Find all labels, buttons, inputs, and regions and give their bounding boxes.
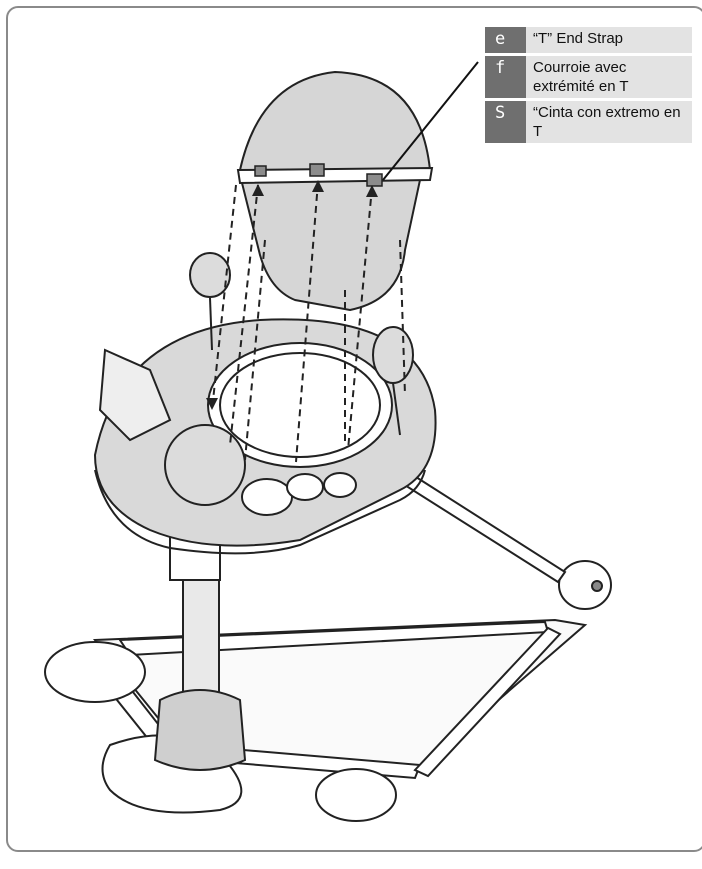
legend-row-spanish: S “Cinta con extremo en T: [485, 101, 692, 143]
seat-fabric: [236, 70, 434, 312]
legend-language-code: e: [485, 27, 526, 53]
callout-leader: [382, 61, 479, 181]
alignment-arrows: [206, 180, 378, 410]
alignment-guides: [211, 181, 406, 463]
legend-row-french: f Courroie avec extrémité en T: [485, 56, 692, 98]
legend-language-code: f: [485, 56, 526, 98]
legend-label: Courroie avec extrémité en T: [533, 59, 629, 95]
legend-language-code: S: [485, 101, 526, 143]
tray-toys: [98, 252, 414, 516]
part-legend: e “T” End Strap f Courroie avec extrémit…: [485, 27, 692, 146]
t-end-straps: [254, 163, 383, 187]
legend-label: “T” End Strap: [533, 30, 624, 47]
support-arm: [398, 468, 567, 584]
legend-label: “Cinta con extremo en T: [533, 104, 681, 140]
legend-row-english: e “T” End Strap: [485, 27, 692, 53]
